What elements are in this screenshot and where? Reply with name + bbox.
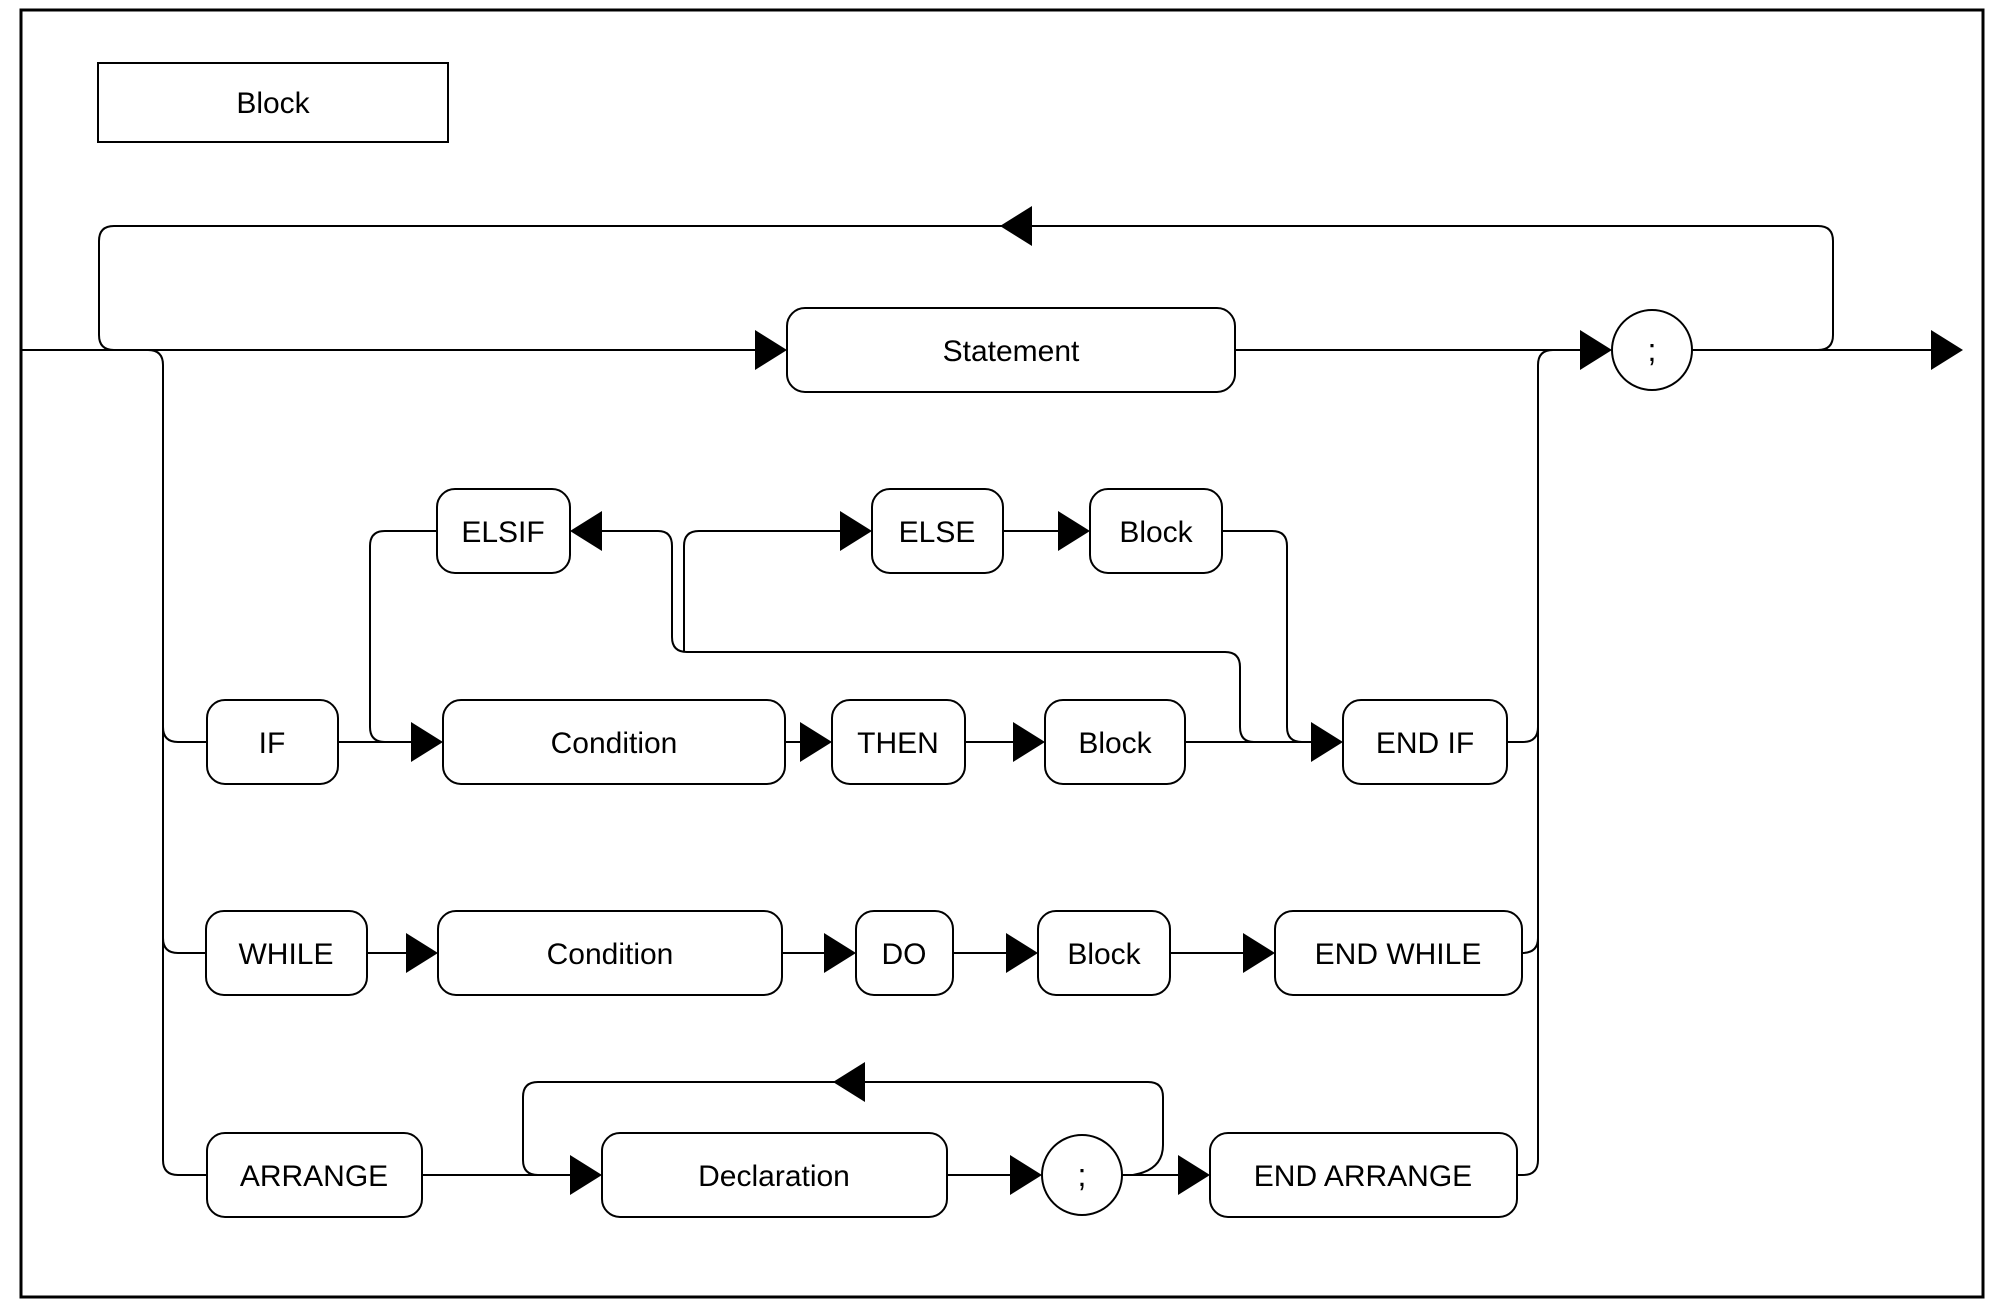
node-then: THEN (831, 699, 966, 785)
arrow-into-endif-icon (1311, 722, 1343, 762)
declaration-semicolon-label: ; (1078, 1157, 1087, 1193)
arrow-into-while-condition-icon (406, 933, 438, 973)
endarrange-exit-line (1517, 1159, 1539, 1176)
left-branch-to-while (162, 937, 206, 954)
node-end-arrange: END ARRANGE (1209, 1132, 1518, 1218)
node-if-condition: Condition (442, 699, 786, 785)
while-label: WHILE (238, 938, 333, 971)
elsif-loop-line (600, 530, 1255, 743)
while-condition-label: Condition (547, 938, 674, 971)
if-label: IF (259, 727, 286, 760)
node-arrange: ARRANGE (206, 1132, 423, 1218)
end-if-label: END IF (1376, 727, 1474, 760)
endif-exit-line (1507, 726, 1539, 743)
node-statement-semicolon: ; (1611, 309, 1693, 391)
right-collector-rail (1537, 349, 1554, 1160)
arrow-into-declaration-semicolon-icon (1010, 1155, 1042, 1195)
arrow-into-then-icon (800, 722, 832, 762)
statement-semicolon-label: ; (1648, 332, 1657, 368)
rule-title-box: Block (97, 62, 449, 143)
arrow-diagram-exit-icon (1931, 330, 1963, 370)
while-block-label: Block (1067, 938, 1141, 971)
node-declaration-semicolon: ; (1041, 1134, 1123, 1216)
elsif-return-line (369, 530, 437, 743)
end-while-label: END WHILE (1315, 938, 1482, 971)
arrow-into-declaration-icon (570, 1155, 602, 1195)
else-block-label: Block (1119, 516, 1193, 549)
arrow-declaration-loop-left-icon (833, 1062, 865, 1102)
if-block-label: Block (1078, 727, 1152, 760)
node-declaration: Declaration (601, 1132, 948, 1218)
left-branch-to-if (162, 726, 207, 743)
node-while: WHILE (205, 910, 368, 996)
do-label: DO (882, 938, 927, 971)
node-statement: Statement (786, 307, 1236, 393)
node-elsif: ELSIF (436, 488, 571, 574)
else-label: ELSE (899, 516, 976, 549)
arrow-into-else-block-icon (1058, 511, 1090, 551)
diagram-wires (22, 225, 1933, 1176)
node-if: IF (206, 699, 339, 785)
else-rejoin-line (1222, 530, 1303, 743)
node-while-condition: Condition (437, 910, 783, 996)
node-if-block: Block (1044, 699, 1186, 785)
arrow-into-endwhile-icon (1243, 933, 1275, 973)
else-entry-line (683, 530, 842, 652)
arrow-into-while-block-icon (1006, 933, 1038, 973)
diagram-arrows (406, 206, 1963, 1195)
endwhile-exit-line (1521, 937, 1539, 954)
end-arrange-label: END ARRANGE (1254, 1160, 1472, 1193)
then-label: THEN (857, 727, 939, 760)
arrow-into-statement-icon (755, 330, 787, 370)
rule-title-label: Block (236, 87, 310, 120)
arrow-into-endarrange-icon (1178, 1155, 1210, 1195)
arrow-into-if-block-icon (1013, 722, 1045, 762)
node-else: ELSE (871, 488, 1004, 574)
arrow-statement-loop-left-icon (1000, 206, 1032, 246)
diagram-border (19, 8, 1985, 1299)
arrow-into-if-condition-icon (411, 722, 443, 762)
node-end-if: END IF (1342, 699, 1508, 785)
arrow-into-semicolon-icon (1580, 330, 1612, 370)
if-condition-label: Condition (551, 727, 678, 760)
arrow-into-do-icon (824, 933, 856, 973)
statement-label: Statement (943, 335, 1080, 368)
arrow-into-else-icon (840, 511, 872, 551)
node-while-block: Block (1037, 910, 1171, 996)
statement-loop-line (98, 225, 1834, 351)
declaration-label: Declaration (698, 1160, 850, 1193)
node-do: DO (855, 910, 954, 996)
elsif-label: ELSIF (461, 516, 544, 549)
arrow-into-elsif-left-icon (570, 511, 602, 551)
left-branch-rail (147, 349, 207, 1176)
node-else-block: Block (1089, 488, 1223, 574)
arrange-label: ARRANGE (240, 1160, 388, 1193)
node-end-while: END WHILE (1274, 910, 1523, 996)
